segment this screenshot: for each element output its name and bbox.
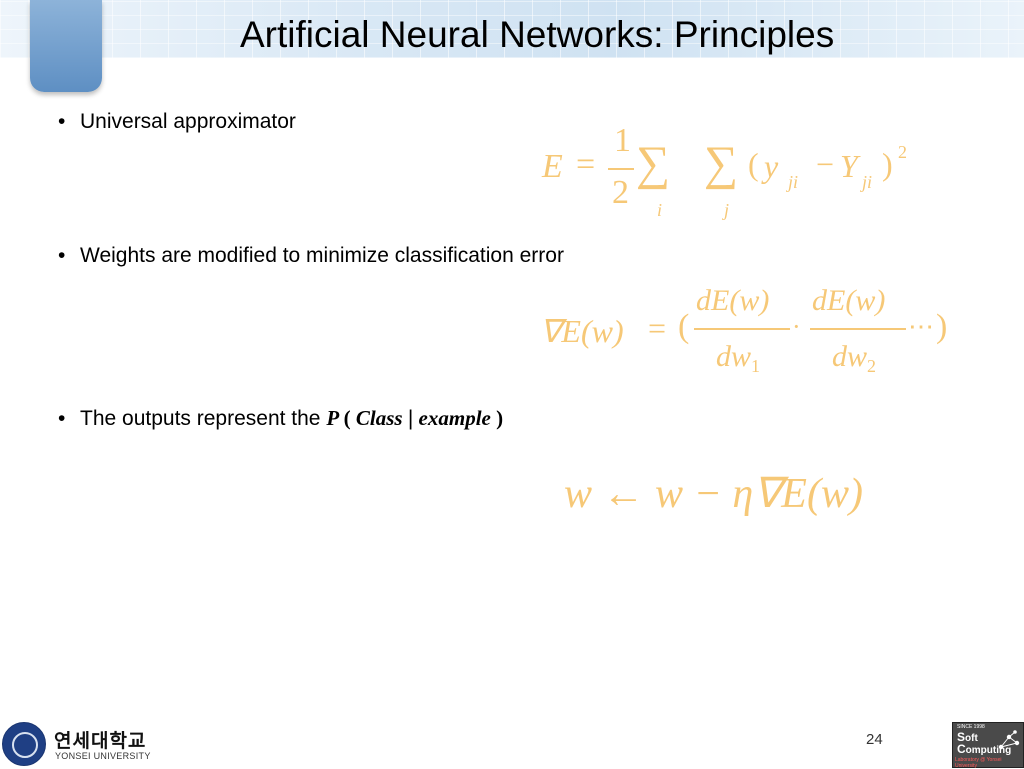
- lab-line1-initial: S: [957, 730, 966, 744]
- gradient-bar1: [694, 328, 790, 330]
- gradient-close-paren: ): [936, 308, 948, 345]
- lab-line2-rest: omputing: [965, 745, 1012, 756]
- gradient-den2-sub: 2: [867, 356, 877, 376]
- network-graph-icon: [998, 730, 1020, 750]
- gradient-den1-base: dw: [716, 340, 752, 373]
- gradient-num1: dE(w): [696, 284, 770, 317]
- prob-open-paren: (: [343, 406, 351, 430]
- gradient-lhs: ∇E(w): [540, 313, 624, 349]
- sum-i-symbol: ∑: [636, 137, 671, 190]
- error-open-paren: (: [748, 146, 759, 182]
- error-Y-sub: ji: [862, 172, 873, 192]
- bullet-dot: •: [58, 244, 66, 267]
- lab-name-line2: Computing: [957, 742, 1011, 756]
- bullet-text: Weights are modified to minimize classif…: [80, 244, 564, 267]
- bullet-weights-modified: • Weights are modified to minimize classi…: [58, 244, 564, 268]
- soft-computing-lab-logo: SINCE 1998 Soft Computing Laboratory @ Y…: [952, 722, 1024, 769]
- lab-since: SINCE 1998: [957, 724, 985, 730]
- gradient-bar2: [810, 328, 906, 330]
- gradient-dots: ⋯: [908, 312, 934, 341]
- gradient-den1-sub: 1: [751, 356, 761, 376]
- prob-p: P: [326, 406, 339, 430]
- lab-line2-initial: C: [957, 742, 966, 756]
- slide-header: [0, 0, 1024, 92]
- bullet-dot: •: [58, 407, 66, 430]
- lab-line1-rest: oft: [965, 733, 978, 744]
- gradient-open-paren: (: [678, 308, 690, 345]
- gradient-equals: =: [648, 310, 667, 346]
- error-frac-num: 1: [614, 122, 631, 159]
- sum-j-subscript: j: [724, 200, 730, 220]
- sum-i-subscript: i: [657, 200, 663, 220]
- prob-example: example: [418, 406, 491, 430]
- bullet-outputs-represent: • The outputs represent the P ( Class | e…: [58, 406, 503, 431]
- error-lhs: E: [542, 148, 563, 185]
- yonsei-seal-icon: [2, 722, 46, 766]
- prob-class: Class: [355, 406, 403, 430]
- page-number: 24: [866, 731, 883, 748]
- bullet-text: The outputs represent the: [80, 407, 327, 430]
- prob-close-paren: ): [496, 406, 504, 430]
- error-y: y: [764, 148, 779, 184]
- error-exponent: 2: [898, 142, 907, 162]
- lab-name-line1: Soft: [957, 730, 978, 744]
- error-Y: Y: [840, 148, 858, 184]
- bullet-text: Universal approximator: [80, 110, 296, 133]
- error-y-sub: ji: [788, 172, 799, 192]
- prob-separator: |: [407, 407, 414, 430]
- university-english-name: YONSEI UNIVERSITY: [55, 751, 151, 761]
- error-formula: E = 1 2 ∑ i ∑ j ( y ji − Y ji ) 2: [540, 122, 920, 232]
- header-tab-decoration: [30, 0, 102, 92]
- gradient-dot: ·: [792, 312, 801, 341]
- university-korean-name: 연세대학교: [54, 731, 147, 752]
- sum-j-symbol: ∑: [704, 137, 739, 190]
- gradient-den2-base: dw: [832, 340, 868, 373]
- error-minus: −: [816, 146, 835, 182]
- gradient-den1: dw1: [716, 340, 760, 377]
- probability-expression: P ( Class | example ): [326, 406, 503, 430]
- gradient-den2: dw2: [832, 340, 876, 377]
- slide-title: Artificial Neural Networks: Principles: [240, 14, 835, 55]
- header-pattern: [0, 0, 1024, 58]
- bullet-dot: •: [58, 110, 66, 133]
- header-band: [0, 0, 1024, 58]
- yonsei-university-logo: 연세대학교 YONSEI UNIVERSITY: [2, 722, 152, 766]
- update-rule-formula: w ← w − η∇E(w): [564, 471, 863, 517]
- error-equals: =: [576, 146, 596, 183]
- error-frac-den: 2: [612, 174, 629, 211]
- error-close-paren: ): [882, 146, 893, 182]
- lab-subtitle: Laboratory @ Yonsei University: [955, 757, 1002, 769]
- gradient-formula: ∇E(w) = ( dE(w) dw1 · dE(w) dw2 ⋯ ): [540, 284, 970, 384]
- error-frac-bar: [608, 168, 634, 170]
- gradient-num2: dE(w): [812, 284, 886, 317]
- bullet-universal-approximator: • Universal approximator: [58, 110, 296, 134]
